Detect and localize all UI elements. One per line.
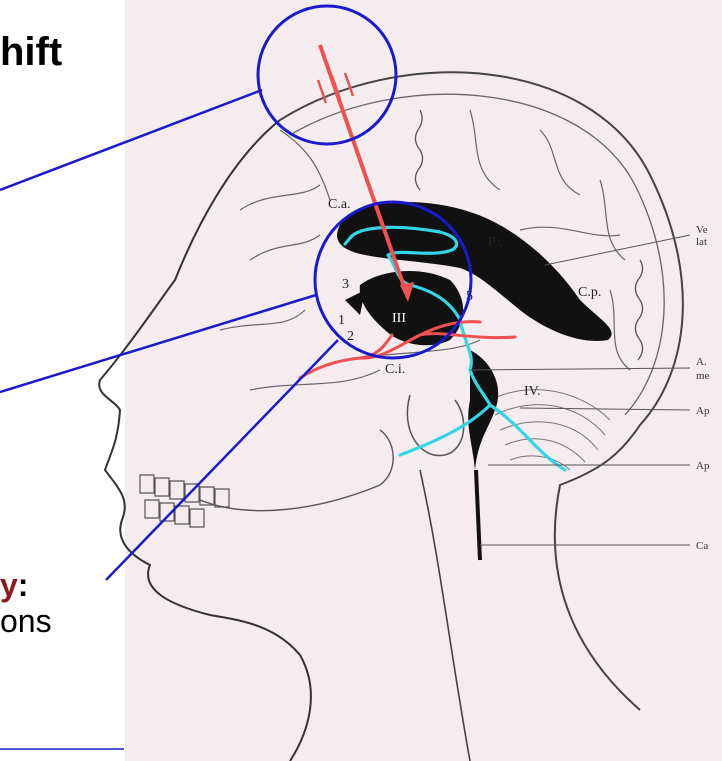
label-ci: C.i. [385,362,405,377]
label-2: 2 [347,329,354,344]
label-iii: III [392,311,406,326]
margin-label-me: me [696,370,710,382]
label-3: 3 [342,277,349,292]
margin-label-ap-2: Ap [696,460,710,472]
description-fragment: ons [0,603,52,640]
margin-label-lat: lat [696,236,707,248]
margin-label-ve: Ve [696,224,708,236]
figure-background [125,0,722,761]
label-cp: C.p. [578,285,601,300]
label-iv: IV. [524,384,540,399]
term-colon: : [18,567,29,603]
term-fragment: y [0,567,18,603]
term-line: y: [0,567,28,604]
slide-title-fragment: hift [0,30,62,75]
margin-label-ca: Ca [696,540,708,552]
label-1: 1 [338,313,345,328]
margin-label-a: A. [696,356,707,368]
margin-label-ap-1: Ap [696,405,710,417]
label-pc: P.c. [488,235,507,250]
label-ca: C.a. [328,197,351,212]
